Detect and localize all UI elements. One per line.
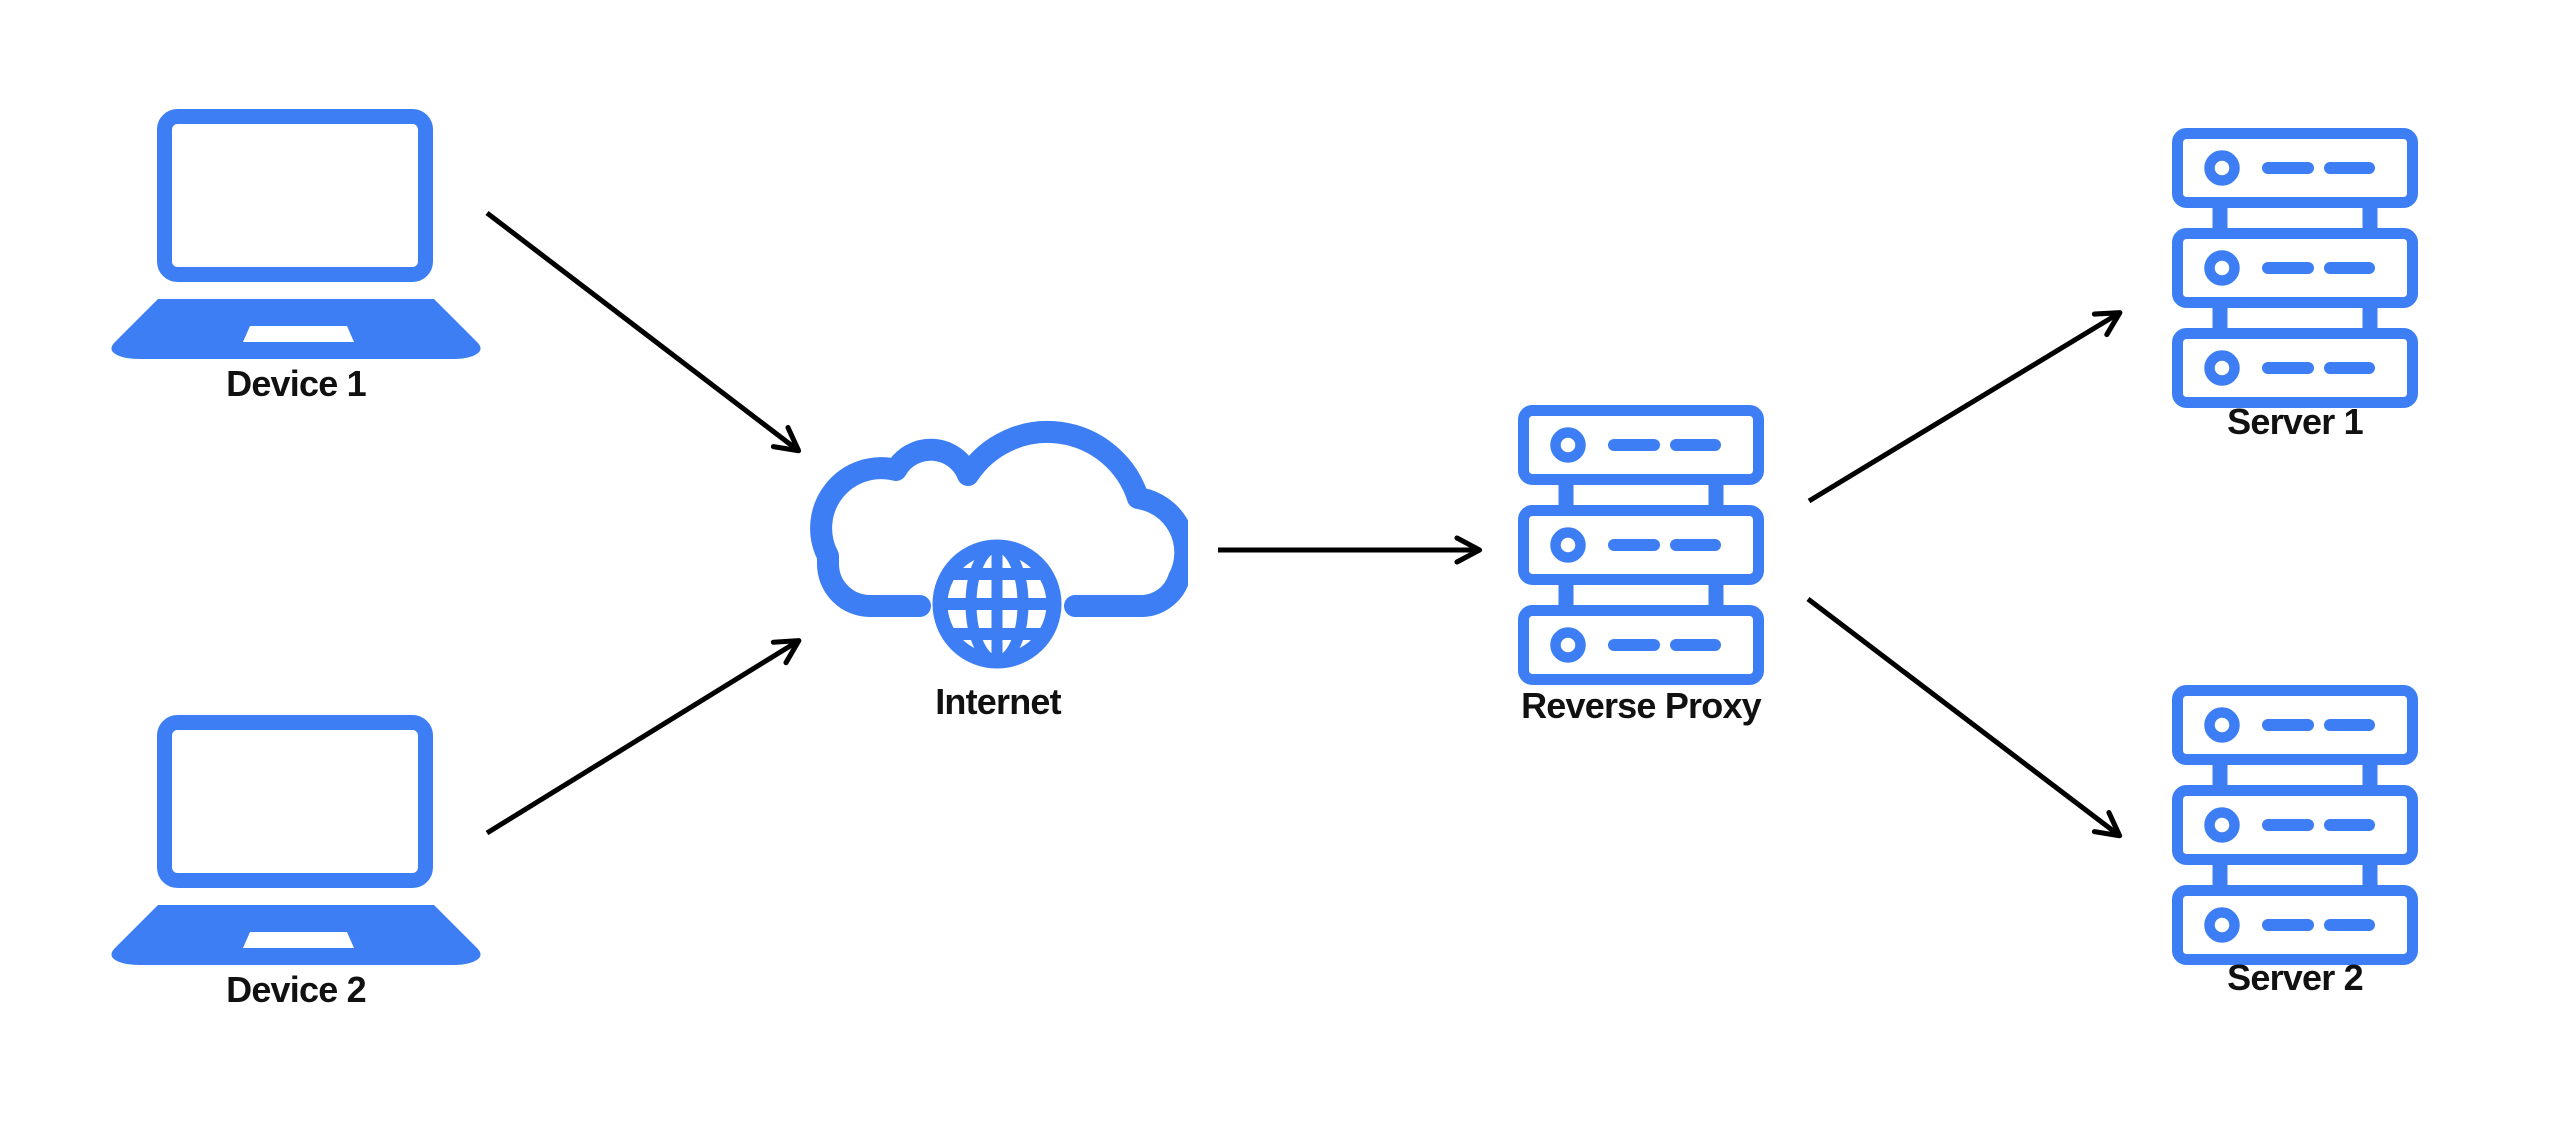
node-device-1: Device 1 [107, 109, 485, 402]
server-stack-icon [2172, 128, 2418, 408]
node-server-2: Server 2 [2172, 685, 2418, 996]
node-label-internet: Internet [935, 681, 1061, 722]
laptop-icon [107, 715, 485, 967]
node-reverse-proxy: Reverse Proxy [1518, 405, 1764, 724]
node-label-device-1: Device 1 [226, 363, 367, 404]
node-device-2: Device 2 [107, 715, 485, 1008]
arrow-reverse-proxy-to-server-2 [1806, 597, 2123, 839]
server-stack-icon [2172, 685, 2418, 965]
node-label-server-2: Server 2 [2227, 957, 2364, 998]
laptop-icon [107, 109, 485, 361]
node-internet: Internet [808, 418, 1188, 720]
server-stack-icon [1518, 405, 1764, 685]
node-label-server-1: Server 1 [2227, 401, 2364, 442]
node-label-reverse-proxy: Reverse Proxy [1521, 685, 1762, 726]
cloud-globe-icon [808, 418, 1188, 670]
arrow-device-2-to-internet [485, 638, 802, 836]
arrow-device-1-to-internet [485, 211, 802, 454]
node-label-device-2: Device 2 [226, 969, 367, 1010]
node-server-1: Server 1 [2172, 128, 2418, 440]
arrow-reverse-proxy-to-server-1 [1807, 310, 2123, 504]
